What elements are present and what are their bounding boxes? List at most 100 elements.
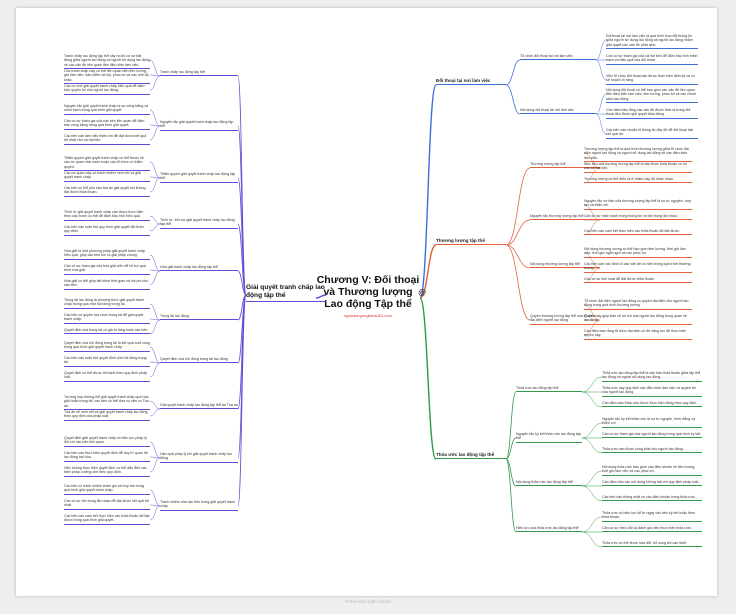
- agreement-group-1[interactable]: Nguyên tắc ký kết thỏa ước lao động tập …: [516, 432, 582, 443]
- branch-negotiation[interactable]: Thương lượng tập thể: [436, 238, 506, 246]
- dispute-group-0[interactable]: Tranh chấp lao động tập thể: [160, 70, 238, 77]
- dispute-leaf[interactable]: Các cơ quan này có trách nhiệm xem xét v…: [64, 171, 150, 182]
- agreement-leaf[interactable]: Các bên cần thống nhất về các điều khoản…: [602, 495, 702, 502]
- central-topic-link[interactable]: ngaodangenglishsd24.com: [344, 313, 392, 318]
- negotiation-group-3[interactable]: Quyền thương lượng tập thể của tổ chức đ…: [530, 314, 600, 325]
- agreement-leaf-underline: [602, 437, 702, 439]
- dispute-leaf[interactable]: Các bên cần làm việc thiện chí để đạt đư…: [64, 134, 150, 145]
- dispute-group-5[interactable]: Trọng tài lao động: [160, 314, 238, 321]
- dispute-group-3[interactable]: Trình tự, thủ tục giải quyết tranh chấp …: [160, 218, 238, 229]
- dispute-leaf[interactable]: Quyết định có thể được thi hành theo quy…: [64, 371, 150, 382]
- dispute-leaf[interactable]: Thẩm quyền giải quyết tranh chấp có thể …: [64, 156, 150, 172]
- dispute-group-4[interactable]: Hòa giải tranh chấp lao động tập thể: [160, 265, 238, 272]
- dialogue-leaf[interactable]: Cần có sự tham gia của cả hai bên để đảm…: [606, 54, 698, 65]
- dispute-leaf[interactable]: Các tranh chấp này có thể liên quan đến …: [64, 69, 150, 85]
- dispute-leaf[interactable]: Trường hợp không thể giải quyết tranh ch…: [64, 395, 150, 411]
- dispute-leaf[interactable]: Quyết định giải quyết tranh chấp có hiệu…: [64, 436, 150, 447]
- negotiation-group-0[interactable]: Thương lượng tập thể: [530, 162, 600, 169]
- dialogue-leaf[interactable]: Nội dung đối thoại có thể bao gồm các vấ…: [606, 88, 698, 104]
- dispute-group-7[interactable]: Giải quyết tranh chấp lao động tập thể t…: [160, 403, 238, 410]
- agreement-leaf[interactable]: Cần đảm bảo thỏa ước được thực hiện đúng…: [602, 401, 702, 408]
- dialogue-group-1[interactable]: Nội dung đối thoại tại nơi làm việc: [520, 108, 596, 115]
- dispute-leaf[interactable]: Trình tự giải quyết tranh chấp cần được …: [64, 210, 150, 221]
- connector-line: [505, 84, 521, 115]
- dispute-leaf-underline: [64, 409, 150, 411]
- branch-agreement[interactable]: Thỏa ước lao động tập thể: [436, 452, 506, 460]
- dialogue-leaf[interactable]: Đối thoại tại nơi làm việc là quá trình …: [606, 34, 698, 50]
- agreement-leaf[interactable]: Thỏa ước có hiệu lực kể từ ngày các bên …: [602, 511, 702, 522]
- negotiation-group-0-text: Thương lượng tập thể: [530, 162, 566, 166]
- dispute-leaf[interactable]: Hòa giải có thể giúp tiết kiệm thời gian…: [64, 279, 150, 290]
- agreement-group-2[interactable]: Nội dung thỏa ước lao động tập thể: [516, 480, 582, 487]
- negotiation-leaf[interactable]: Các bên cần cam kết thực hiện các thỏa t…: [584, 229, 692, 236]
- dispute-group-1[interactable]: Nguyên tắc giải quyết tranh chấp lao độn…: [160, 120, 238, 131]
- negotiation-leaf-underline: [584, 182, 692, 184]
- dialogue-leaf-underline: [606, 117, 698, 119]
- dispute-leaf-underline: [64, 273, 150, 275]
- agreement-group-0[interactable]: Thỏa ước lao động tập thể: [516, 386, 582, 393]
- dispute-leaf[interactable]: Trọng tài lao động là phương thức giải q…: [64, 298, 150, 309]
- negotiation-leaf[interactable]: Tổ chức đại diện người lao động có quyền…: [584, 299, 692, 310]
- dispute-leaf[interactable]: Tòa án sẽ xem xét và giải quyết tranh ch…: [64, 410, 150, 421]
- dialogue-leaf[interactable]: Các bên cần chuẩn bị thông tin đầy đủ để…: [606, 128, 698, 139]
- negotiation-leaf-underline: [584, 338, 692, 340]
- negotiation-leaf[interactable]: Cần có sự linh hoạt để đạt được thỏa thu…: [584, 277, 692, 284]
- dispute-group-9[interactable]: Trách nhiệm của các bên trong giải quyết…: [160, 500, 238, 511]
- negotiation-leaf[interactable]: Mục tiêu của thương lượng tập thể là đạt…: [584, 162, 692, 173]
- dialogue-leaf-text: Việc tổ chức đối thoại cần được thực hiệ…: [606, 74, 695, 83]
- dialogue-leaf[interactable]: Cần đảm bảo rằng các vấn đề được đưa ra …: [606, 108, 698, 119]
- agreement-leaf[interactable]: Thỏa ước có thể được sửa đổi, bổ sung kh…: [602, 541, 702, 548]
- agreement-leaf[interactable]: Nội dung thỏa ước bao gồm các điều khoản…: [602, 465, 702, 476]
- dialogue-group-0[interactable]: Tổ chức đối thoại tại nơi làm việc: [520, 54, 596, 61]
- agreement-leaf[interactable]: Cần có sự tham gia của người lao động tr…: [602, 432, 702, 439]
- connector-line: [581, 391, 603, 408]
- negotiation-leaf[interactable]: Thương lượng tập thể là quá trình thương…: [584, 147, 692, 163]
- dispute-leaf[interactable]: Cần có sự tham gia của hòa giải viên để …: [64, 264, 150, 275]
- agreement-leaf[interactable]: Thỏa ước cần được công khai cho người la…: [602, 447, 702, 454]
- dispute-leaf[interactable]: Các cơ chế giải quyết tranh chấp hiệu qu…: [64, 84, 150, 95]
- agreement-leaf[interactable]: Cần có sự theo dõi và đánh giá việc thực…: [602, 526, 702, 533]
- negotiation-group-2[interactable]: Nội dung thương lượng tập thể: [530, 262, 600, 269]
- agreement-leaf[interactable]: Nguyên tắc ký kết thỏa ước là sự tự nguy…: [602, 417, 702, 428]
- dialogue-leaf[interactable]: Việc tổ chức đối thoại cần được thực hiệ…: [606, 74, 698, 85]
- connector-line: [149, 59, 161, 77]
- negotiation-leaf[interactable]: Cần đảm bảo rằng tổ chức đại diện có đủ …: [584, 329, 692, 340]
- dispute-leaf[interactable]: Cần có sự tham gia của các bên liên quan…: [64, 119, 150, 130]
- dispute-leaf[interactable]: Việc không thực hiện quyết định có thể d…: [64, 466, 150, 477]
- central-topic[interactable]: Chương V: Đối thoại và Thương lượng Lao …: [316, 274, 426, 318]
- dispute-leaf[interactable]: Quyết định của hội đồng trọng tài là kết…: [64, 341, 150, 352]
- agreement-group-3[interactable]: Hiệu lực của thỏa ước lao động tập thể: [516, 526, 582, 533]
- agreement-leaf[interactable]: Thỏa ước này quy định các điều kiện làm …: [602, 386, 702, 397]
- negotiation-leaf[interactable]: Các bên cần xác định rõ các vấn đề ưu ti…: [584, 262, 692, 273]
- dispute-leaf-underline: [64, 365, 150, 367]
- dispute-leaf[interactable]: Nguyên tắc giải quyết tranh chấp là sự c…: [64, 104, 150, 115]
- branch-negotiation-underline: [436, 244, 506, 246]
- negotiation-group-1[interactable]: Nguyên tắc thương lượng tập thể: [530, 214, 600, 221]
- dispute-leaf[interactable]: Các bên cần cam kết thực hiện các thỏa t…: [64, 514, 150, 525]
- dispute-leaf[interactable]: Các bên cần tuân thủ quy trình giải quyế…: [64, 225, 150, 236]
- dispute-group-6[interactable]: Quyết định của hội đồng trọng tài lao độ…: [160, 357, 238, 364]
- branch-dispute[interactable]: Giải quyết tranh chấp lao động tập thể: [246, 284, 326, 302]
- branch-dialogue[interactable]: Đối thoại tại nơi làm việc: [436, 78, 506, 86]
- dispute-group-8[interactable]: Hậu quả pháp lý khi giải quyết tranh chấ…: [160, 452, 238, 463]
- negotiation-leaf[interactable]: Thương lượng có thể diễn ra ở nhiều cấp …: [584, 177, 692, 184]
- dispute-leaf[interactable]: Cần có sự tôn trọng lẫn nhau để đạt được…: [64, 499, 150, 510]
- negotiation-leaf[interactable]: Cần có sự minh bạch trong thông tin và t…: [584, 214, 692, 221]
- dispute-leaf[interactable]: Các bên có quyền lựa chọn trọng tài để g…: [64, 313, 150, 324]
- dispute-leaf[interactable]: Quyết định của trọng tài có giá trị ràng…: [64, 328, 150, 335]
- dispute-leaf[interactable]: Các bên cần tuân thủ quyết định của hội …: [64, 356, 150, 367]
- dispute-group-7-text: Giải quyết tranh chấp lao động tập thể t…: [160, 403, 238, 407]
- agreement-group-2-text: Nội dung thỏa ước lao động tập thể: [516, 480, 573, 484]
- dispute-leaf[interactable]: Các bên có thể yêu cầu tòa án giải quyết…: [64, 186, 150, 197]
- dispute-group-2[interactable]: Thẩm quyền giải quyết tranh chấp lao độn…: [160, 172, 238, 183]
- dispute-leaf[interactable]: Hòa giải là một phương pháp giải quyết t…: [64, 249, 150, 260]
- agreement-leaf[interactable]: Cần đảm bảo các nội dung không trái với …: [602, 480, 702, 487]
- negotiation-leaf[interactable]: Nội dung thương lượng có thể bao gồm tiề…: [584, 247, 692, 258]
- negotiation-leaf[interactable]: Quyền này giúp bảo vệ lợi ích của người …: [584, 314, 692, 325]
- dispute-leaf[interactable]: Các bên có trách nhiệm tham gia và hợp t…: [64, 484, 150, 495]
- agreement-leaf[interactable]: Thỏa ước lao động tập thể là văn bản thỏ…: [602, 371, 702, 382]
- dispute-leaf-underline: [64, 445, 150, 447]
- dispute-leaf[interactable]: Các bên cần thực hiện quyết định để duy …: [64, 451, 150, 462]
- dispute-leaf[interactable]: Tranh chấp lao động tập thể xảy ra khi c…: [64, 54, 150, 70]
- negotiation-leaf[interactable]: Nguyên tắc cơ bản của thương lượng tập t…: [584, 199, 692, 210]
